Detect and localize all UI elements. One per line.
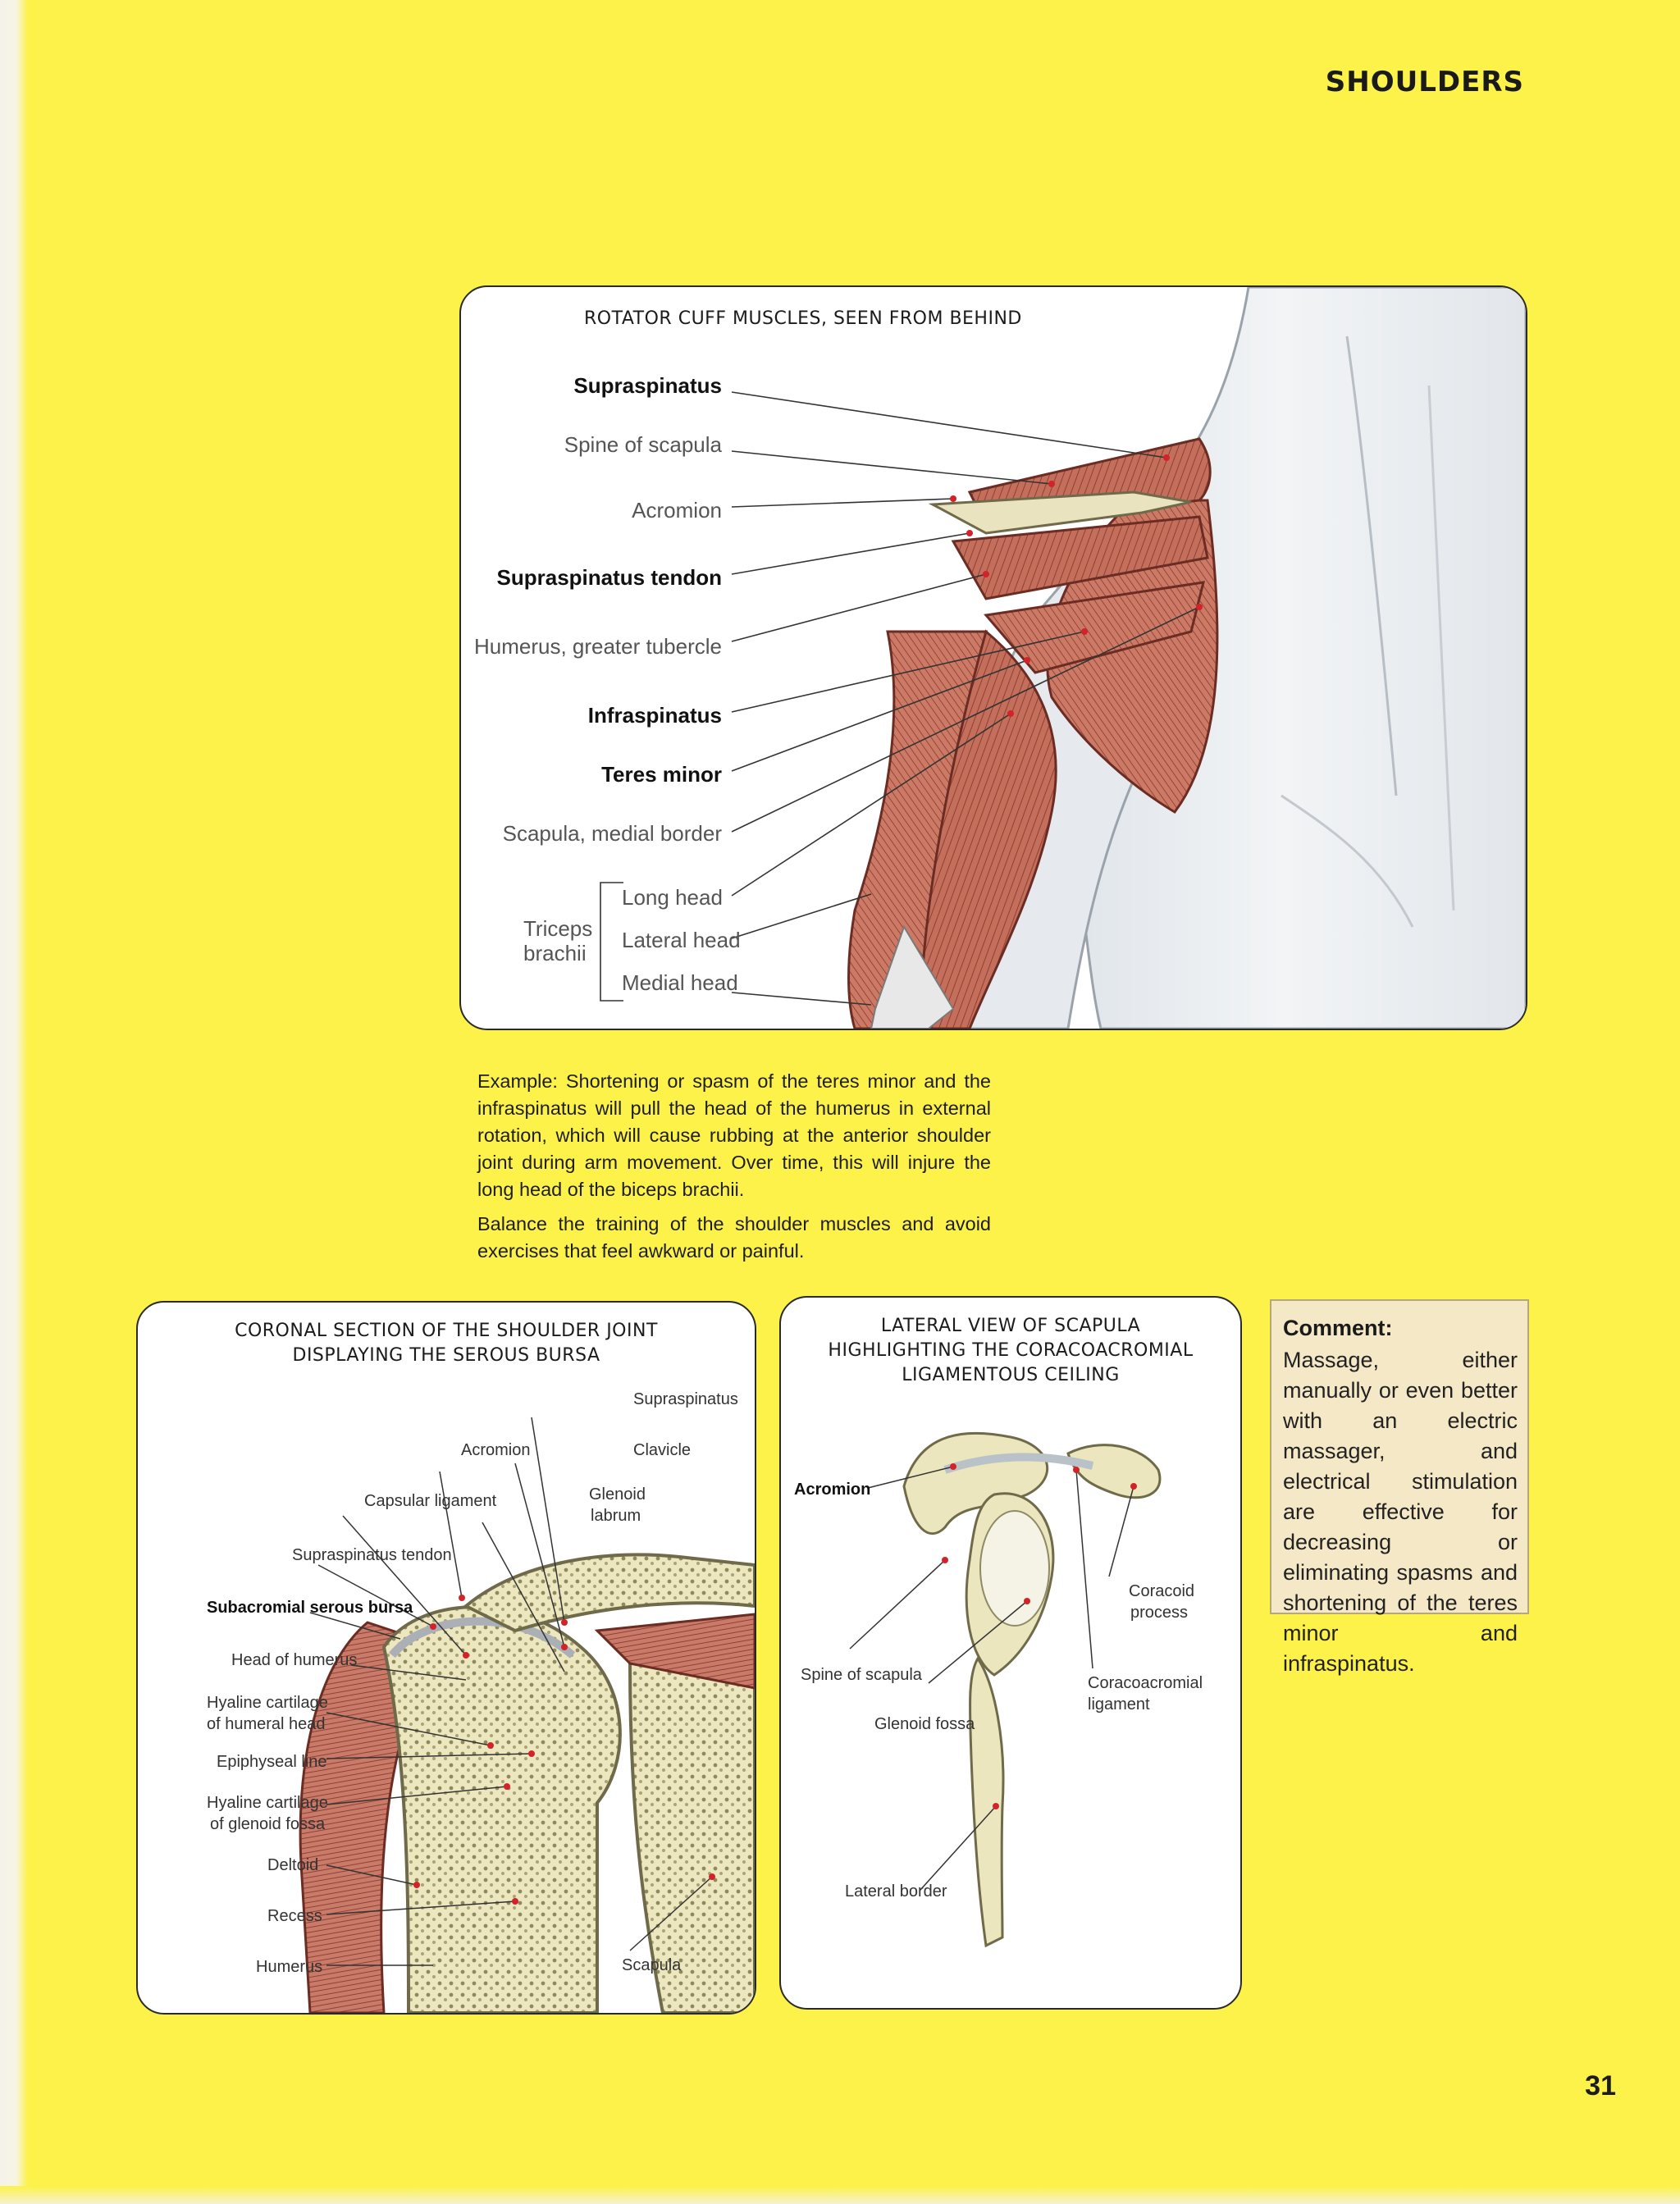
- scapula-label-coracoacromial-1: Coracoacromial: [1088, 1674, 1203, 1692]
- label-supraspinatus-tendon: Supraspinatus tendon: [496, 565, 722, 590]
- coronal-label-glenoid-2: labrum: [591, 1507, 641, 1525]
- coronal-title-line2: DISPLAYING THE SEROUS BURSA: [292, 1345, 600, 1366]
- coronal-label-glenoid-1: Glenoid: [589, 1485, 646, 1504]
- example-paragraph: Example: Shortening or spasm of the tere…: [477, 1070, 991, 1200]
- lateral-scapula-illustration: [849, 1431, 1162, 1948]
- coronal-label-acromion: Acromion: [461, 1441, 531, 1459]
- coronal-label-hyaline-humeral-2: of humeral head: [207, 1715, 326, 1733]
- label-infraspinatus: Infraspinatus: [587, 703, 722, 728]
- scapula-label-spine: Spine of scapula: [801, 1666, 922, 1684]
- scapula-label-glenoid-fossa: Glenoid fossa: [874, 1715, 975, 1733]
- coronal-label-deltoid: Deltoid: [267, 1856, 319, 1874]
- scapula-label-coracoid-2: process: [1130, 1604, 1189, 1622]
- scapula-label-acromion: Acromion: [794, 1481, 871, 1499]
- coronal-label-supraspinatus: Supraspinatus: [633, 1390, 738, 1408]
- label-spine-of-scapula: Spine of scapula: [564, 432, 722, 457]
- comment-title: Comment:: [1283, 1316, 1393, 1340]
- label-acromion: Acromion: [632, 498, 722, 522]
- coronal-title-line1: CORONAL SECTION OF THE SHOULDER JOINT: [235, 1321, 658, 1341]
- scapula-label-lateral-border: Lateral border: [845, 1882, 947, 1901]
- label-triceps-line1: Triceps: [523, 916, 593, 941]
- coronal-label-recess: Recess: [267, 1907, 322, 1925]
- label-humerus-greater-tubercle: Humerus, greater tubercle: [473, 634, 722, 659]
- comment-box: Comment: Massage, either manually or eve…: [1270, 1299, 1529, 1676]
- scapula-title-line1: LATERAL VIEW OF SCAPULA: [880, 1316, 1141, 1336]
- coronal-label-hyaline-glenoid-2: of glenoid fossa: [210, 1815, 326, 1833]
- label-medial-head: Medial head: [622, 970, 738, 995]
- coronal-label-subacromial-bursa: Subacromial serous bursa: [207, 1599, 413, 1617]
- label-long-head: Long head: [622, 885, 723, 910]
- scapula-label-coracoacromial-2: ligament: [1088, 1695, 1150, 1713]
- coronal-section-illustration: [299, 1417, 755, 2013]
- lateral-scapula-figure: LATERAL VIEW OF SCAPULA HIGHLIGHTING THE…: [779, 1296, 1242, 2010]
- page-edge: [0, 0, 28, 2204]
- coronal-label-scapula: Scapula: [622, 1956, 682, 1974]
- section-title: SHOULDERS: [1325, 66, 1524, 98]
- coronal-label-capsular-ligament: Capsular ligament: [364, 1492, 497, 1510]
- coronal-label-supraspinatus-tendon: Supraspinatus tendon: [292, 1546, 452, 1564]
- rotator-cuff-figure: ROTATOR CUFF MUSCLES, SEEN FROM BEHIND S…: [459, 285, 1527, 1030]
- label-triceps-line2: brachii: [523, 941, 587, 965]
- label-supraspinatus: Supraspinatus: [573, 373, 722, 398]
- coronal-label-epiphyseal-line: Epiphyseal line: [217, 1753, 327, 1771]
- coronal-section-figure: CORONAL SECTION OF THE SHOULDER JOINT DI…: [136, 1301, 756, 2015]
- page-bottom-edge: [0, 2186, 1680, 2204]
- coronal-label-humerus: Humerus: [256, 1958, 323, 1976]
- scapula-title-line3: LIGAMENTOUS CEILING: [902, 1365, 1120, 1385]
- coronal-label-hyaline-glenoid-1: Hyaline cartilage: [207, 1794, 328, 1812]
- label-lateral-head: Lateral head: [622, 928, 741, 952]
- label-teres-minor: Teres minor: [601, 762, 722, 787]
- coronal-label-hyaline-humeral-1: Hyaline cartilage: [207, 1694, 328, 1712]
- rotator-figure-title: ROTATOR CUFF MUSCLES, SEEN FROM BEHIND: [584, 308, 1022, 329]
- rotator-cuff-illustration: [600, 287, 1526, 1029]
- page-number: 31: [1585, 2070, 1616, 2101]
- balance-paragraph: Balance the training of the shoulder mus…: [477, 1213, 991, 1262]
- scapula-label-coracoid-1: Coracoid: [1129, 1582, 1195, 1600]
- comment-text: Massage, either manually or even better …: [1283, 1348, 1518, 1676]
- coronal-label-clavicle: Clavicle: [633, 1441, 692, 1459]
- label-scapula-medial-border: Scapula, medial border: [502, 821, 722, 846]
- scapula-title-line2: HIGHLIGHTING THE CORACOACROMIAL: [828, 1340, 1194, 1361]
- coronal-label-head-of-humerus: Head of humerus: [231, 1651, 358, 1669]
